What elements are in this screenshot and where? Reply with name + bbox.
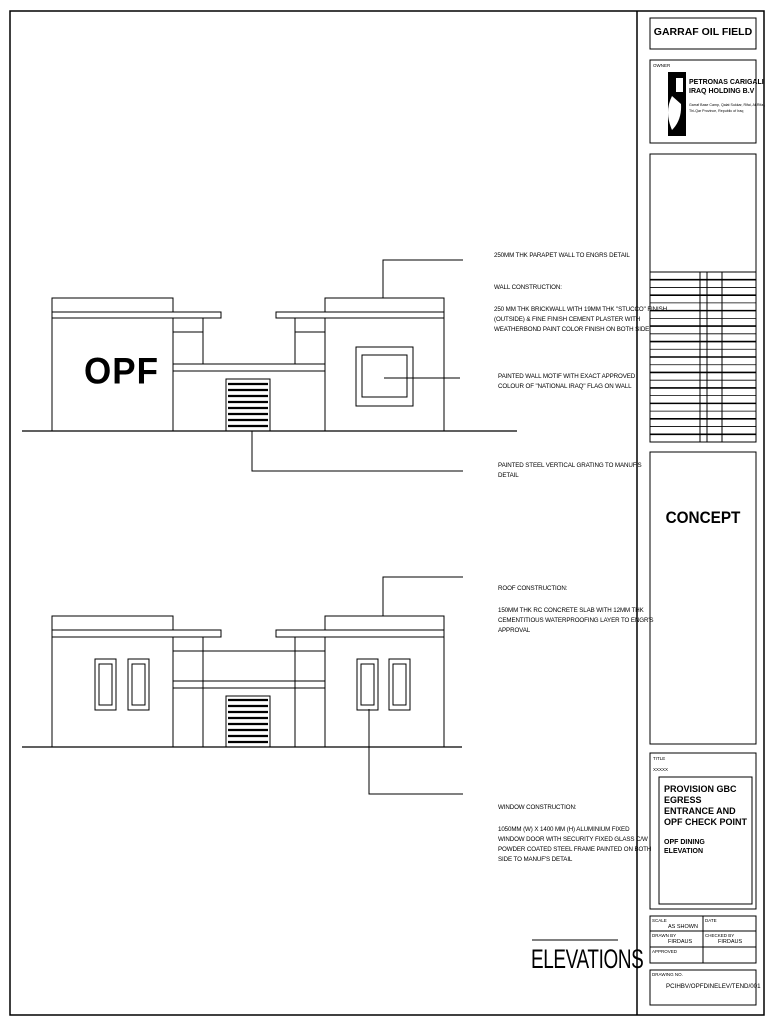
upper-right-wall: [324, 317, 445, 432]
lower-right-wall: [324, 636, 445, 748]
opf-building-label: OPF: [84, 351, 159, 392]
lower-grating-bars: [228, 698, 268, 744]
drawn-by-label: DRAWN BY: [652, 933, 677, 938]
leader-grating: [251, 431, 463, 472]
lower-right-parapet: [324, 615, 445, 631]
upper-elevation: [22, 297, 517, 432]
upper-right-parapet: [324, 297, 445, 313]
checked-by-label: CHECKED BY: [705, 933, 735, 938]
scale-value: AS SHOWN: [668, 924, 698, 930]
note-wall-heading: WALL CONSTRUCTION:: [494, 284, 562, 291]
sheet-title: ELEVATIONS: [531, 944, 644, 974]
owner-box: [649, 59, 757, 144]
note-grating: PAINTED STEEL VERTICAL GRATING TO MANUF'…: [498, 462, 642, 479]
upper-mid-beam: [172, 363, 326, 372]
drawing-no-box: [649, 969, 757, 1006]
project-box: [649, 17, 757, 50]
upper-grating-bars: [228, 382, 268, 428]
status-stamp: CONCEPT: [665, 508, 741, 527]
drawing-no-label: DRAWING NO.: [652, 972, 683, 977]
lower-right-roof-slab: [275, 629, 445, 638]
petronas-logo-icon: [668, 72, 686, 136]
owner-name: PETRONAS CARIGALI IRAQ HOLDING B.V: [689, 79, 764, 95]
drawing-subtitle: OPF DINING ELEVATION: [664, 839, 705, 855]
note-roof-body: 150MM THK RC CONCRETE SLAB WITH 12MM THK…: [498, 607, 654, 634]
project-name: GARRAF OIL FIELD: [653, 26, 753, 38]
note-motif: PAINTED WALL MOTIF WITH EXACT APPROVED C…: [498, 373, 636, 390]
note-wall-body: 250 MM THK BRICKWALL WITH 19MM THK "STUC…: [494, 306, 668, 333]
leader-lines: [251, 259, 463, 795]
lower-window-2: [127, 658, 150, 711]
note-parapet: 250MM THK PARAPET WALL TO ENGRS DETAIL: [494, 252, 630, 259]
notes-box: [649, 153, 757, 273]
owner-label: OWNER: [653, 63, 671, 68]
sheet-border: [9, 10, 765, 1016]
upper-motif-panel-inner: [361, 354, 408, 398]
lower-elevation: [22, 615, 462, 748]
lower-mid-beam: [172, 680, 326, 689]
lower-window-4: [388, 658, 411, 711]
scale-label: SCALE: [652, 918, 667, 923]
date-label: DATE: [705, 918, 717, 923]
lower-window-3: [356, 658, 379, 711]
lower-window-1: [94, 658, 117, 711]
leader-roof: [382, 576, 463, 616]
upper-motif-panel-outer: [355, 346, 414, 407]
drawn-by-value: FIRDAUS: [668, 939, 693, 945]
title-box: [649, 752, 757, 910]
revision-rows: [650, 278, 756, 436]
drawing-no-value: PCIHBV/OPFDINELEV/TEND/001: [666, 983, 761, 990]
note-window-heading: WINDOW CONSTRUCTION:: [498, 804, 577, 811]
title-ref: XXXXX: [653, 767, 669, 772]
approved-label: APPROVED: [652, 949, 678, 954]
lower-grating: [225, 695, 271, 748]
leader-window: [368, 709, 463, 795]
upper-mid-column-left: [172, 317, 204, 333]
note-roof-heading: ROOF CONSTRUCTION:: [498, 585, 568, 592]
upper-grating: [225, 378, 271, 432]
status-box: [649, 451, 757, 745]
upper-right-roof-slab: [275, 311, 445, 319]
checked-by-value: FIRDAUS: [718, 939, 743, 945]
title-inner-box: [658, 776, 753, 905]
upper-left-parapet: [51, 297, 174, 313]
owner-address: Garraf Base Camp, Qalat Sukkar, Rifai, A…: [689, 103, 766, 113]
leader-parapet: [382, 259, 463, 298]
title-label: TITLE: [653, 756, 666, 761]
upper-left-roof-slab: [51, 311, 222, 319]
upper-right-column: [294, 317, 326, 333]
lower-left-parapet: [51, 615, 174, 631]
drawing-title: PROVISION GBC EGRESS ENTRANCE AND OPF CH…: [664, 784, 748, 827]
note-window-body: 1050MM (W) X 1400 MM (H) ALUMINIUM FIXED…: [498, 826, 652, 863]
lower-left-roof-slab: [51, 629, 222, 638]
